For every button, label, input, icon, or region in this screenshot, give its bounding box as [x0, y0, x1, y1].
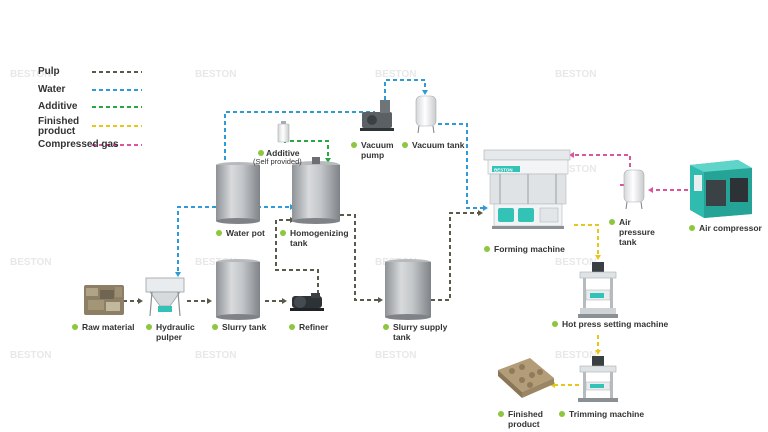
- svg-text:BESTON: BESTON: [375, 69, 417, 80]
- additive-note: (Self provided): [253, 157, 302, 166]
- raw-material-label: Raw material: [82, 322, 135, 332]
- svg-text:BESTON: BESTON: [10, 69, 52, 80]
- additive-dot: [258, 150, 264, 156]
- hot-press-label: Hot press setting machine: [562, 319, 669, 329]
- svg-text:BESTON: BESTON: [555, 350, 597, 361]
- slurry-supply-tank-dot: [383, 324, 389, 330]
- svg-text:BESTON: BESTON: [555, 164, 597, 175]
- trimming-machine-dot: [559, 411, 565, 417]
- hot-press-dot: [552, 321, 558, 327]
- svg-text:BESTON: BESTON: [195, 69, 237, 80]
- hot-press-machine: [578, 262, 618, 318]
- additive-arrow: [325, 158, 331, 163]
- raw-material-dot: [72, 324, 78, 330]
- air-pressure-tank-dot: [609, 219, 615, 225]
- finished-product-stack: [498, 358, 554, 398]
- hydraulic-pulper-label: Hydraulic pulper: [156, 322, 195, 342]
- forming-machine-label: Forming machine: [494, 244, 565, 254]
- slurry-tank-label: Slurry tank: [222, 322, 267, 332]
- legend-label-finished-product: Finished product: [38, 116, 80, 137]
- svg-text:BESTON: BESTON: [10, 257, 52, 268]
- refiner-machine: [290, 293, 324, 311]
- legend-label-compressed-gas: Compressed gas: [38, 139, 119, 150]
- vacuum-tank-label: Vacuum tank: [412, 140, 465, 150]
- refiner-dot: [289, 324, 295, 330]
- legend-label-pulp: Pulp: [38, 66, 60, 77]
- finished-product-label: Finished product: [508, 409, 543, 429]
- finished-product-dot: [498, 411, 504, 417]
- water-pot-label: Water pot: [226, 228, 265, 238]
- vacuum-pump-label: Vacuum pump: [361, 140, 394, 160]
- homogenizing-tank-label: Homogenizing tank: [290, 228, 349, 248]
- pulp-flow-lines: [123, 212, 478, 302]
- svg-text:BESTON: BESTON: [555, 257, 597, 268]
- air-compressor-label: Air compressor: [699, 223, 762, 233]
- air-pressure-tank-vessel: [623, 169, 645, 210]
- vacuum-pump-machine: [360, 100, 394, 131]
- pulp-arrows: [138, 210, 483, 304]
- refiner-label: Refiner: [299, 322, 329, 332]
- forming-machine-unit: BESTON: [483, 149, 571, 229]
- additive-label: Additive: [266, 148, 300, 158]
- air-pressure-tank-label: Air pressure tank: [619, 217, 655, 247]
- svg-text:BESTON: BESTON: [10, 350, 52, 361]
- gas-arrows: [569, 152, 653, 193]
- homogenizing-tank-vessel: [292, 157, 340, 224]
- legend-label-water: Water: [38, 84, 66, 95]
- trimming-machine-label: Trimming machine: [569, 409, 645, 419]
- finished-flow-lines: [555, 224, 599, 386]
- forming-brand-text: BESTON: [494, 168, 513, 173]
- homogenizing-tank-dot: [280, 230, 286, 236]
- additive-container: [277, 121, 290, 143]
- vacuum-tank-dot: [402, 142, 408, 148]
- svg-text:BESTON: BESTON: [555, 69, 597, 80]
- air-compressor-dot: [689, 225, 695, 231]
- legend-label-additive: Additive: [38, 101, 78, 112]
- trimming-machine-unit: [578, 356, 618, 402]
- vacuum-pump-dot: [351, 142, 357, 148]
- forming-machine-dot: [484, 246, 490, 252]
- legend-swatches: [92, 71, 142, 146]
- water-flow-lines: [177, 79, 483, 272]
- water-pot-tank: [216, 162, 260, 224]
- water-pot-dot: [216, 230, 222, 236]
- hydraulic-pulper-dot: [146, 324, 152, 330]
- raw-material-bale: [84, 285, 124, 315]
- vacuum-tank-vessel: [415, 95, 437, 134]
- svg-text:BESTON: BESTON: [195, 257, 237, 268]
- slurry-supply-tank-label: Slurry supply tank: [393, 322, 448, 342]
- hydraulic-pulper: [145, 277, 185, 317]
- slurry-tank-vessel: [216, 259, 260, 320]
- svg-text:BESTON: BESTON: [375, 350, 417, 361]
- slurry-tank-dot: [212, 324, 218, 330]
- slurry-supply-tank-vessel: [385, 259, 431, 320]
- air-compressor-unit: [690, 160, 752, 218]
- svg-text:BESTON: BESTON: [195, 350, 237, 361]
